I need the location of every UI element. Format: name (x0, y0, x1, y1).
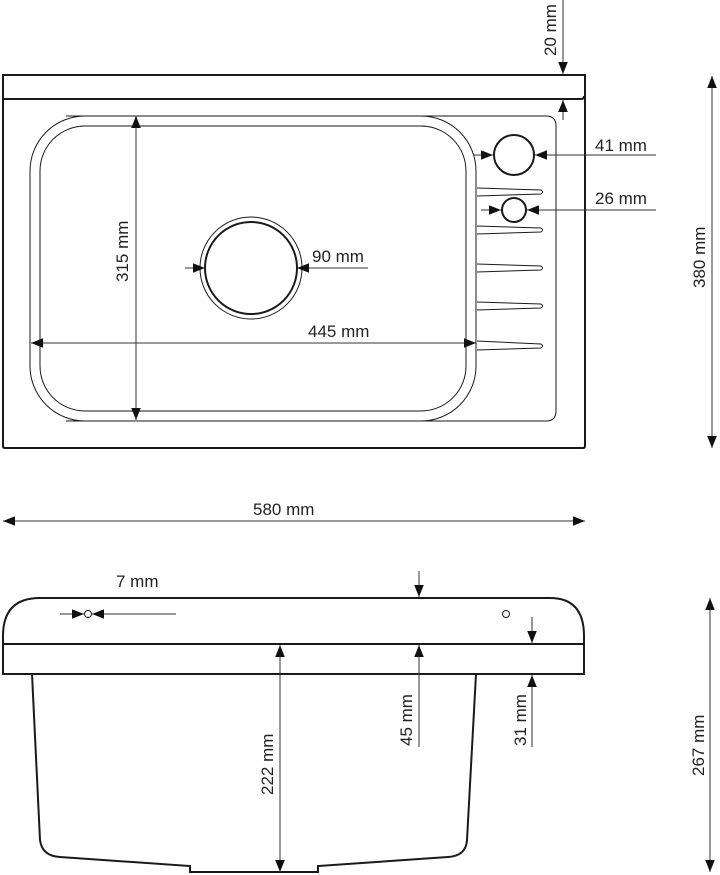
dim-rim-width-label: 20 mm (541, 4, 560, 56)
rim-line (3, 95, 585, 100)
drain-hole (204, 221, 298, 315)
dim-total-height-label: 267 mm (689, 715, 708, 776)
side-view: 7 mm 45 mm 31 mm 222 mm 267 mm (2, 571, 715, 873)
dim-rim-thickness-label: 31 mm (511, 694, 530, 746)
dim-hole-size-label: 7 mm (116, 572, 159, 591)
dim-drain-diameter-label: 90 mm (312, 247, 364, 266)
dim-tap-hole-small-label: 26 mm (595, 189, 647, 208)
side-hole-left (84, 610, 92, 618)
dim-bowl-depth-label: 222 mm (258, 734, 277, 795)
drain-outer-ring (199, 216, 303, 320)
side-rim-outline (2, 597, 585, 675)
dim-bowl-width-label: 445 mm (308, 322, 369, 341)
bowl-inner (39, 125, 467, 412)
tap-hole-large (493, 134, 535, 176)
dim-overall-width-label: 580 mm (253, 500, 314, 519)
bowl-outer (29, 115, 477, 422)
top-view: 20 mm 41 mm 26 mm 90 mm 315 mm 445 mm 38… (2, 0, 717, 526)
dim-overall-depth-label: 380 mm (690, 227, 709, 288)
dim-bowl-length-label: 315 mm (113, 221, 132, 282)
side-hole-right (502, 610, 510, 618)
sink-outline-top (2, 74, 586, 449)
tap-hole-small (501, 197, 527, 223)
side-bowl-outline (31, 673, 477, 873)
drainboard-outline (66, 115, 557, 422)
dim-front-height-label: 45 mm (397, 694, 416, 746)
drainboard-ridges (476, 187, 543, 351)
dim-tap-hole-large-label: 41 mm (595, 136, 647, 155)
